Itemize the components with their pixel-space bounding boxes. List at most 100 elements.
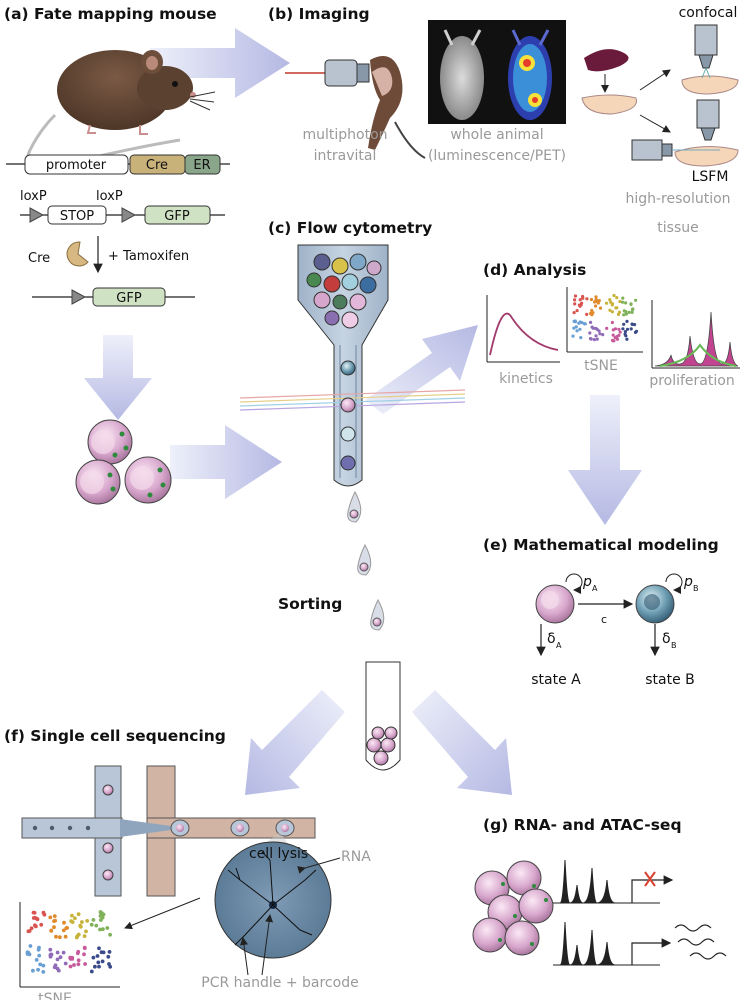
state-a-label: state A [531, 672, 581, 688]
tsne-point [578, 327, 582, 331]
delta-a-label: δ [547, 631, 556, 647]
kinetics-label: kinetics [499, 371, 553, 387]
tsne-point [34, 958, 39, 962]
tsne-point [55, 957, 60, 962]
flow-arrows [84, 28, 642, 795]
tsne-point [618, 330, 622, 334]
microfluidic-chip [21, 765, 316, 897]
seq-tracks [553, 859, 727, 966]
tsne-point [605, 326, 609, 330]
recombined-gfp-label: GFP [116, 291, 142, 306]
tsne-point [615, 337, 620, 341]
tsne-point [37, 953, 42, 958]
tsne-point [55, 950, 60, 955]
tsne-point [107, 950, 112, 954]
tsne-point [53, 963, 58, 968]
tsne-point [35, 917, 40, 922]
arrow-flow-to-analysis [365, 325, 478, 414]
tsne-point [29, 926, 34, 931]
tsne-point [573, 319, 577, 323]
high-res-label-1: high-resolution [625, 191, 730, 207]
tsne-point [580, 321, 584, 325]
tsne-point [27, 929, 32, 933]
tsne-point [82, 946, 87, 950]
tsne-point [28, 944, 33, 948]
tsne-point [78, 923, 83, 928]
tsne-point [620, 300, 625, 304]
tsne-point [68, 964, 73, 969]
tsne-point [634, 298, 638, 302]
gfp-labeled-cells [75, 419, 172, 505]
confocal-label: confocal [679, 5, 738, 21]
tsne-point [39, 922, 44, 927]
tsne-point [52, 925, 56, 930]
tsne-point [61, 928, 66, 933]
labeled-cell [75, 459, 121, 505]
tsne-point [595, 337, 599, 341]
tamoxifen-label: + Tamoxifen [108, 249, 189, 264]
tsne-point [573, 294, 578, 298]
kinetics-plot [486, 295, 560, 363]
state-b-label: state B [645, 672, 695, 688]
tsne-point [73, 916, 77, 921]
tsne-point [70, 913, 74, 918]
tsne-point [629, 327, 633, 331]
delta-b-subscript: B [671, 641, 677, 650]
lsfm-label: LSFM [692, 169, 729, 185]
tsne-point [98, 910, 103, 914]
tsne-point [49, 928, 54, 933]
stop-label: STOP [60, 209, 94, 224]
tsne-point [48, 947, 53, 952]
tsne-point [574, 325, 578, 329]
tsne-point [608, 298, 612, 302]
tsne-point [597, 329, 601, 333]
tsne-point [631, 307, 635, 311]
p-b-subscript: B [693, 584, 699, 593]
tsne-point [34, 924, 38, 929]
tsne-point [75, 951, 80, 956]
tsne-point [48, 915, 53, 920]
tsne-point [41, 910, 46, 915]
cluster-cell [472, 917, 508, 953]
tsne-point [85, 919, 90, 923]
labeled-cell [87, 419, 133, 465]
section-c-title: (c) Flow cytometry [268, 219, 432, 237]
rna-label: RNA [341, 849, 371, 865]
section-a-title: (a) Fate mapping mouse [4, 5, 217, 23]
tsne-point [598, 306, 603, 310]
tsne-point [108, 932, 112, 937]
tsne-point [578, 298, 582, 302]
tsne-point [89, 922, 94, 927]
tsne-point [591, 311, 595, 315]
promoter-label: promoter [46, 158, 107, 173]
tsne-point [588, 331, 592, 335]
tsne-point [65, 926, 69, 930]
tsne-point [100, 915, 105, 920]
tsne-point [106, 954, 111, 959]
section-f-title: (f) Single cell sequencing [4, 727, 226, 745]
tsne-point [630, 310, 634, 314]
p-b-label: p [683, 574, 693, 590]
tsne-point [615, 306, 619, 310]
tsne-point [581, 296, 585, 300]
loxp-reporter-construct: loxP loxP STOP GFP [20, 189, 225, 225]
tsne-point [62, 920, 66, 925]
tsne-point [91, 955, 96, 960]
er-label: ER [193, 158, 210, 173]
tsne-point [82, 952, 86, 957]
collection-tube [365, 661, 401, 771]
multiphoton-label-1: multiphoton [302, 127, 387, 143]
tsne-point [592, 338, 597, 342]
tsne-point [594, 298, 598, 302]
tsne-point [54, 934, 58, 939]
gfp-label: GFP [164, 209, 190, 224]
tsne-point [618, 299, 622, 304]
tsne-point [76, 962, 81, 967]
tsne-point [611, 333, 615, 337]
tsne-point [55, 966, 60, 971]
delta-b-label: δ [662, 631, 671, 647]
tsne-point [624, 310, 628, 314]
tsne-point [579, 336, 583, 340]
cre-enzyme-icon [66, 241, 89, 267]
p-a-subscript: A [592, 584, 598, 593]
